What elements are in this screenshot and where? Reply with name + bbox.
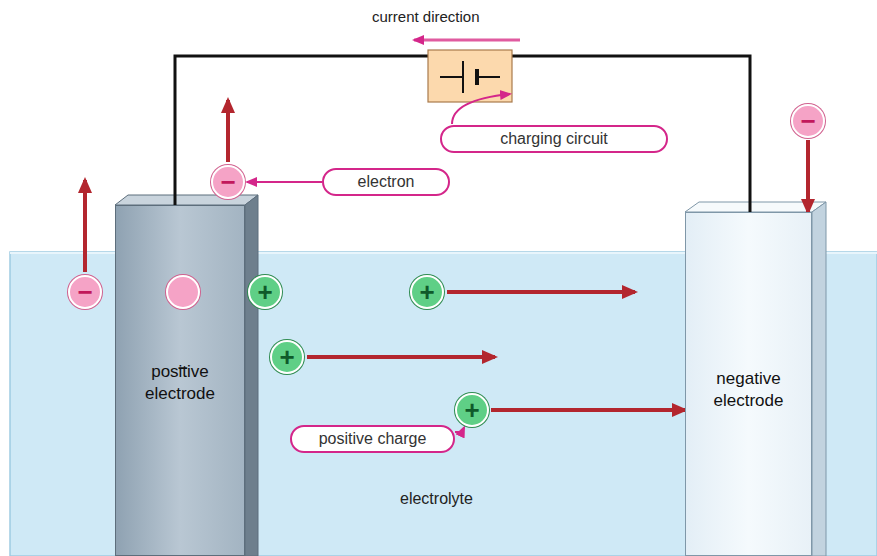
motion-arrow [491, 408, 685, 412]
leader-line [452, 94, 510, 124]
wire [175, 56, 750, 212]
battery-lead [477, 76, 500, 78]
node-text: − [172, 358, 194, 380]
ion-symbol: + [248, 275, 282, 309]
ion-symbol: + [455, 393, 489, 427]
current-arrow [414, 39, 520, 42]
node-text: + [279, 344, 294, 370]
electron-symbol: − [791, 104, 825, 138]
direction-label: current direction [372, 8, 480, 25]
ion-symbol: + [410, 275, 444, 309]
node-text: electron [358, 173, 415, 191]
battery-lead [440, 76, 463, 78]
callout-label: electron [322, 168, 450, 196]
battery-plate [462, 61, 464, 93]
electron-symbol: − [211, 165, 245, 199]
electron-symbol: − [166, 275, 200, 309]
ion-symbol: + [270, 340, 304, 374]
node-text: − [220, 169, 235, 195]
node-text: + [257, 279, 272, 305]
electrode-plate: negative electrode [685, 212, 812, 556]
callout-label: charging circuit [440, 125, 668, 153]
node-text: positive charge [319, 430, 427, 448]
electrode-side [812, 202, 826, 556]
electrode-top [685, 202, 826, 212]
node-text: negative electrode [686, 368, 811, 412]
node-text: − [800, 108, 815, 134]
region-label: electrolyte [400, 490, 473, 508]
node-text: − [77, 279, 92, 305]
motion-arrow [806, 140, 810, 212]
electrode-side [245, 195, 258, 556]
leader-line [455, 427, 464, 432]
node-text: + [464, 397, 479, 423]
callout-label: positive charge [290, 425, 455, 453]
electrode-plate: positive electrode− [115, 205, 245, 556]
leader-line [247, 181, 322, 183]
electron-symbol: − [68, 275, 102, 309]
motion-arrow [226, 100, 230, 162]
motion-arrow [83, 180, 87, 272]
node-text: + [419, 279, 434, 305]
motion-arrow [307, 355, 495, 359]
node-text: charging circuit [500, 130, 608, 148]
battery-box [428, 50, 512, 102]
motion-arrow [447, 290, 635, 294]
